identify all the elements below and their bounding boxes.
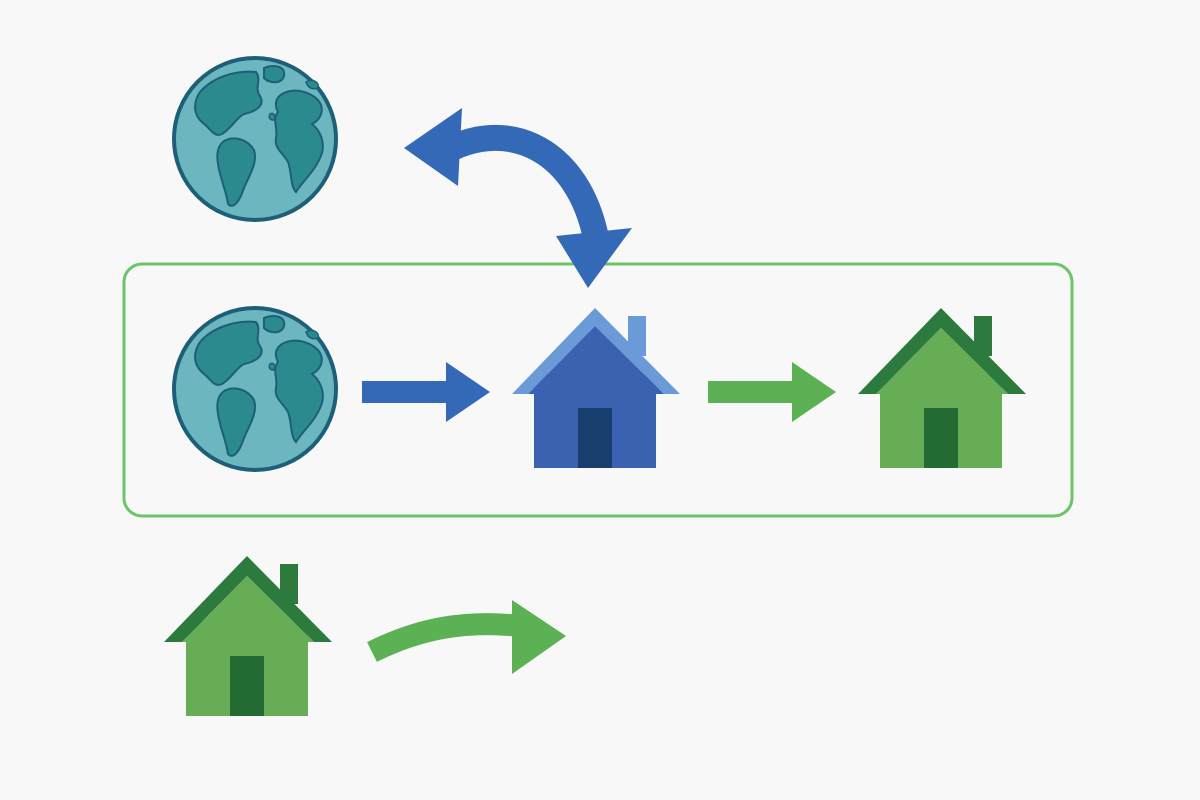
curved-green-arrow: [367, 600, 566, 674]
globe-top-icon: [172, 56, 338, 222]
green-straight-arrow: [708, 362, 836, 422]
curved-double-arrow: [404, 108, 632, 288]
house-blue-middle-icon: [512, 308, 680, 468]
globe-middle-icon: [172, 306, 338, 472]
house-green-middle-icon: [858, 308, 1026, 468]
house-green-bottom-icon: [164, 556, 332, 716]
blue-straight-arrow: [362, 362, 490, 422]
